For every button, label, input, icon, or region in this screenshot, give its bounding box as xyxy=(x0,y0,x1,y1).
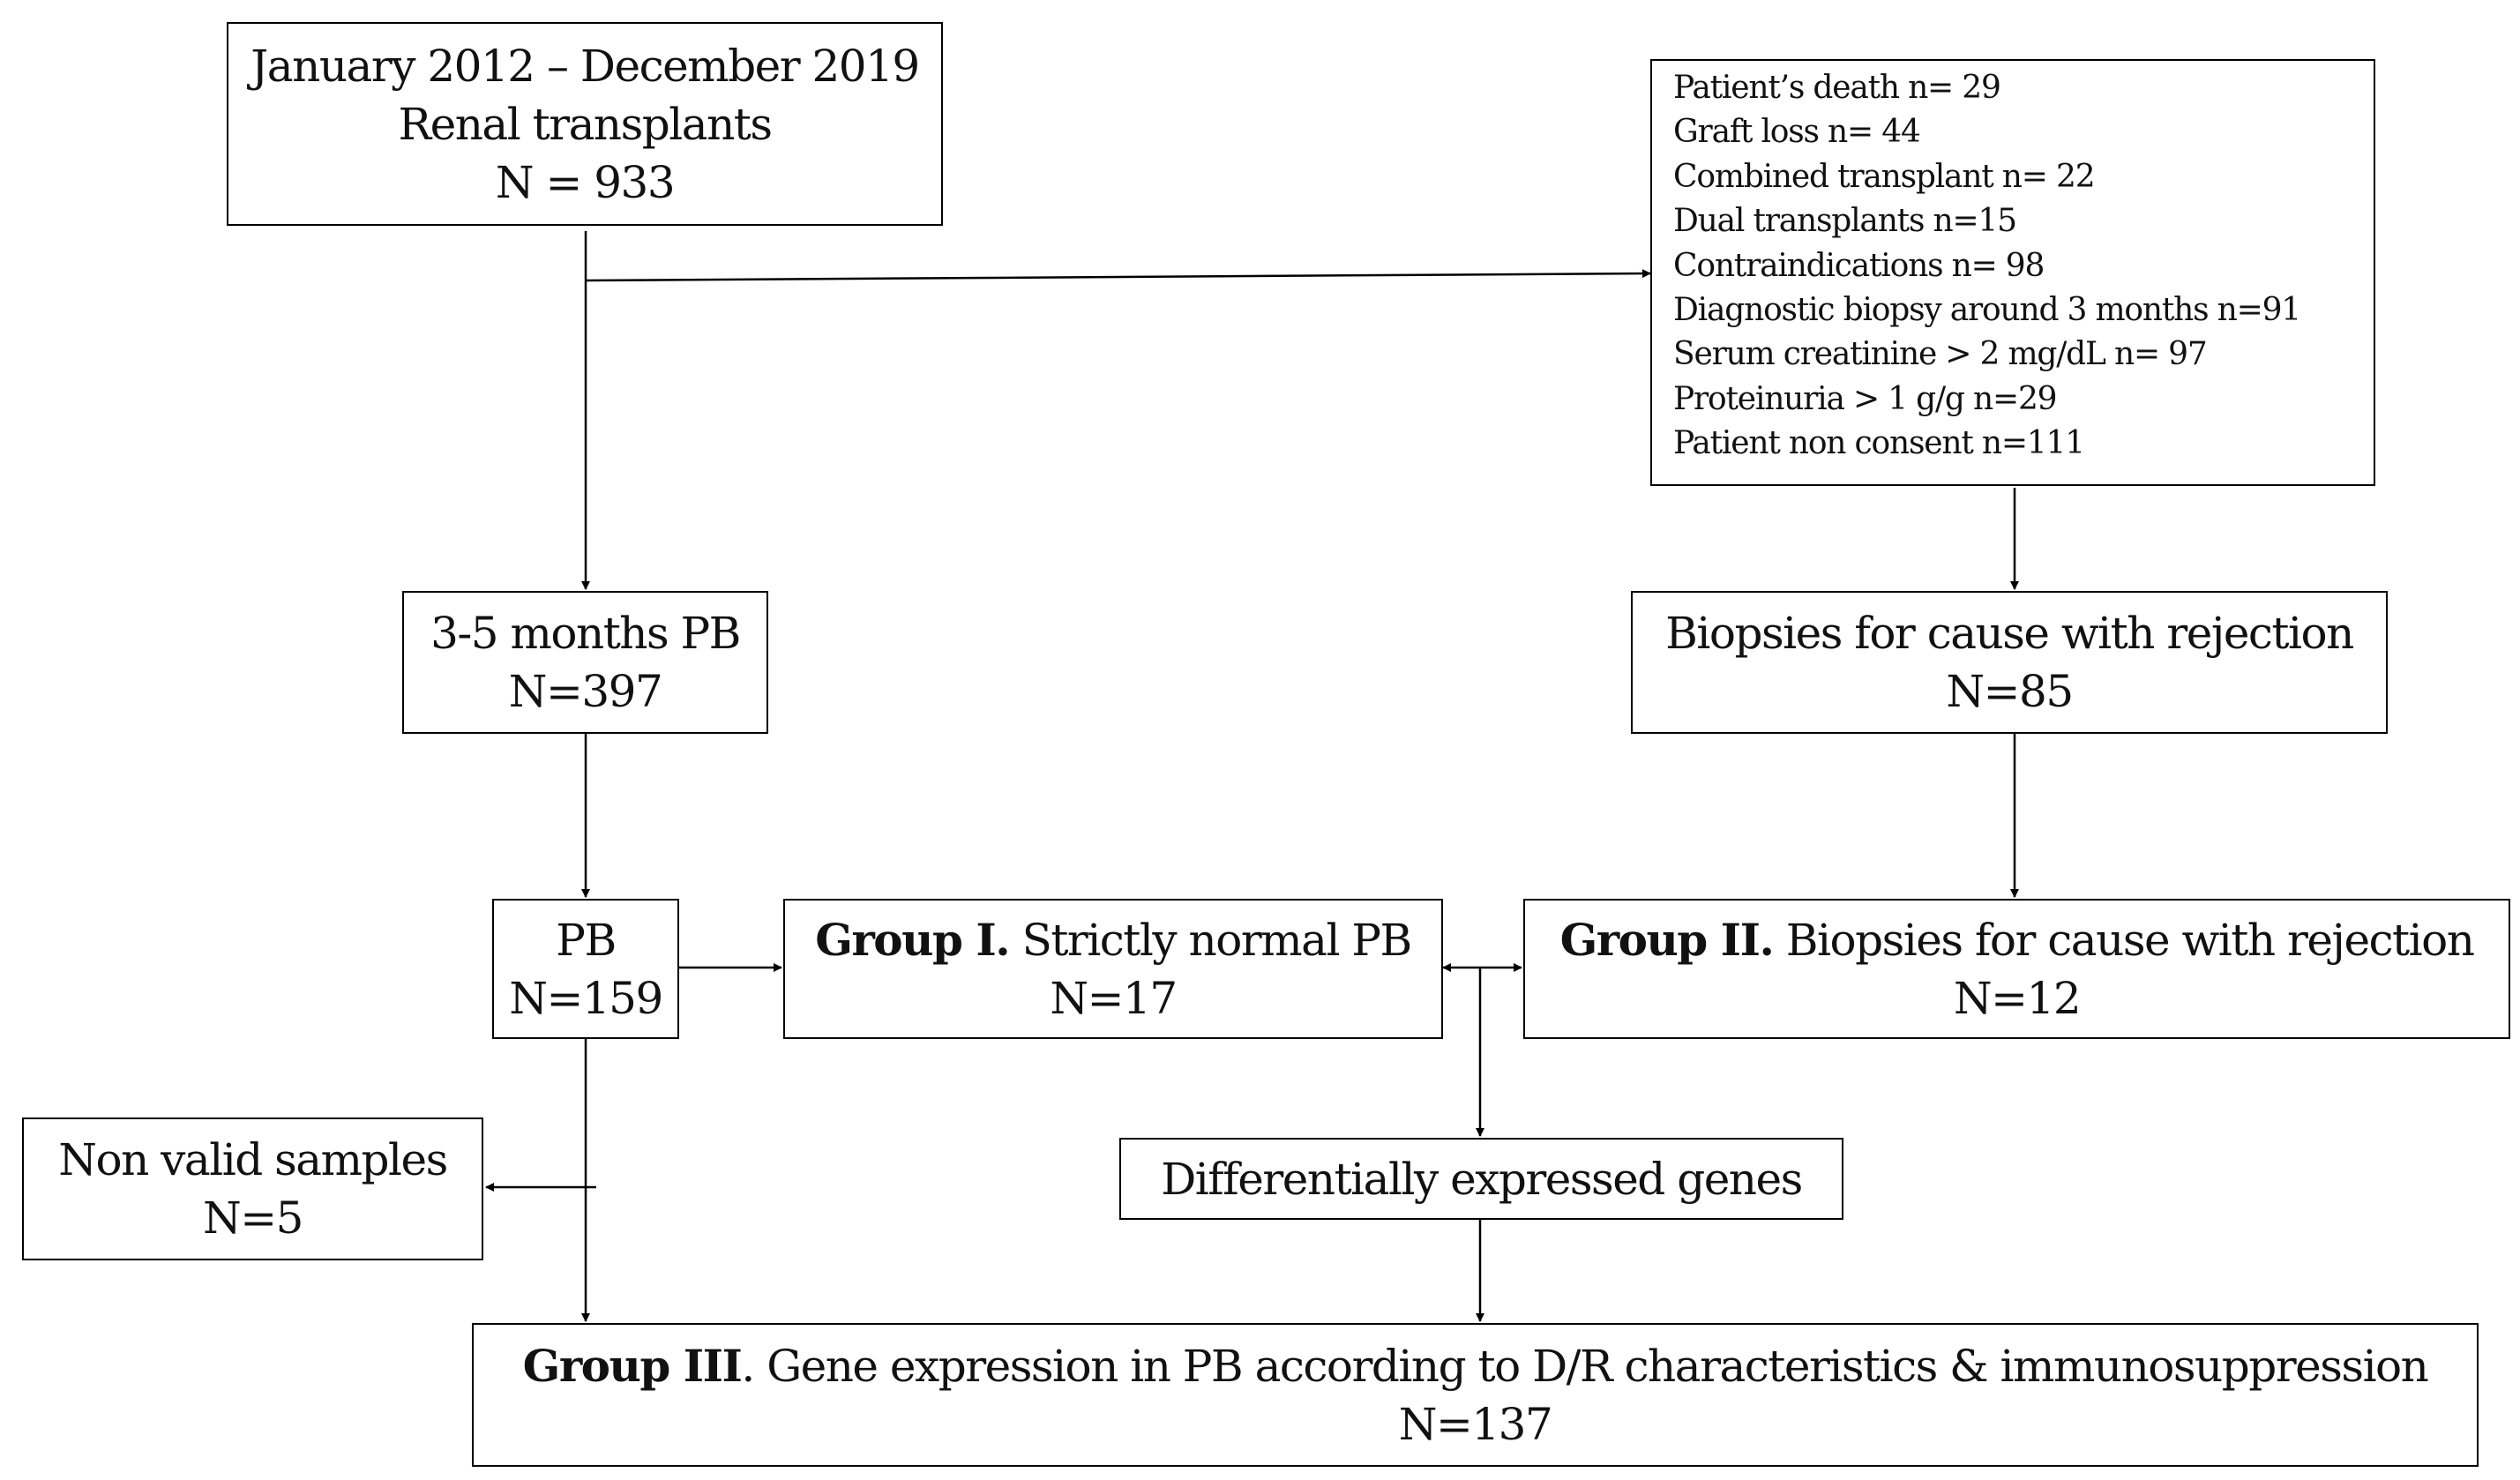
renal-transplants-box: January 2012 – December 2019 Renal trans… xyxy=(227,22,943,226)
exclusion-item: Proteinuria > 1 g/g n=29 xyxy=(1673,380,2058,417)
exclusion-item: Patient’s death n= 29 xyxy=(1673,70,2001,106)
group3-title: Group III. Gene expression in PB accordi… xyxy=(522,1337,2429,1395)
group3-description: . Gene expression in PB according to D/R… xyxy=(741,1340,2428,1392)
exclusion-item: Graft loss n= 44 xyxy=(1673,114,1921,151)
exclusions-box: Patient’s death n= 29 Graft loss n= 44 C… xyxy=(1650,59,2375,486)
deg-label: Differentially expressed genes xyxy=(1161,1153,1803,1205)
pb35-count: N=397 xyxy=(508,666,663,717)
group1-count: N=17 xyxy=(1050,972,1178,1024)
pb-label: PB xyxy=(556,914,617,966)
non-valid-label: Non valid samples xyxy=(58,1134,448,1185)
exclusion-item: Diagnostic biopsy around 3 months n=91 xyxy=(1673,292,2301,329)
group2-bold-label: Group II. xyxy=(1559,913,1775,966)
pb-count: N=159 xyxy=(509,972,663,1024)
non-valid-samples-box: Non valid samples N=5 xyxy=(22,1117,483,1260)
group3-bold-label: Group III xyxy=(522,1339,743,1392)
exclusion-item: Combined transplant n= 22 xyxy=(1673,158,2096,195)
group-1-box: Group I. Strictly normal PB N=17 xyxy=(783,899,1443,1039)
pb-box: PB N=159 xyxy=(492,899,679,1039)
exclusion-item: Dual transplants n=15 xyxy=(1673,203,2017,240)
exclusion-item: Serum creatinine > 2 mg/dL n= 97 xyxy=(1673,336,2208,373)
non-valid-count: N=5 xyxy=(203,1192,303,1244)
group1-description: Strictly normal PB xyxy=(1009,914,1413,966)
group2-count: N=12 xyxy=(1953,972,2082,1024)
group3-count: N=137 xyxy=(1398,1398,1553,1450)
group-2-box: Group II. Biopsies for cause with reject… xyxy=(1523,899,2510,1039)
group1-bold-label: Group I. xyxy=(815,913,1010,966)
group2-title: Group II. Biopsies for cause with reject… xyxy=(1559,911,2475,969)
arrow-to-exclusions xyxy=(585,269,1651,282)
transplants-count: N = 933 xyxy=(495,156,676,208)
biopsies-label: Biopsies for cause with rejection xyxy=(1665,608,2354,659)
pb35-label: 3-5 months PB xyxy=(430,608,741,659)
group2-description: Biopsies for cause with rejection xyxy=(1773,914,2475,966)
pb-3-5-months-box: 3-5 months PB N=397 xyxy=(402,591,768,734)
transplants-label: Renal transplants xyxy=(398,98,773,150)
exclusion-item: Contraindications n= 98 xyxy=(1673,247,2045,284)
biopsies-for-cause-box: Biopsies for cause with rejection N=85 xyxy=(1631,591,2388,734)
group-3-box: Group III. Gene expression in PB accordi… xyxy=(472,1323,2479,1467)
biopsies-count: N=85 xyxy=(1946,666,2074,717)
exclusion-item: Patient non consent n=111 xyxy=(1673,425,2085,462)
transplants-period: January 2012 – December 2019 xyxy=(251,40,920,92)
group1-title: Group I. Strictly normal PB xyxy=(815,911,1413,969)
differentially-expressed-genes-box: Differentially expressed genes xyxy=(1119,1138,1843,1220)
